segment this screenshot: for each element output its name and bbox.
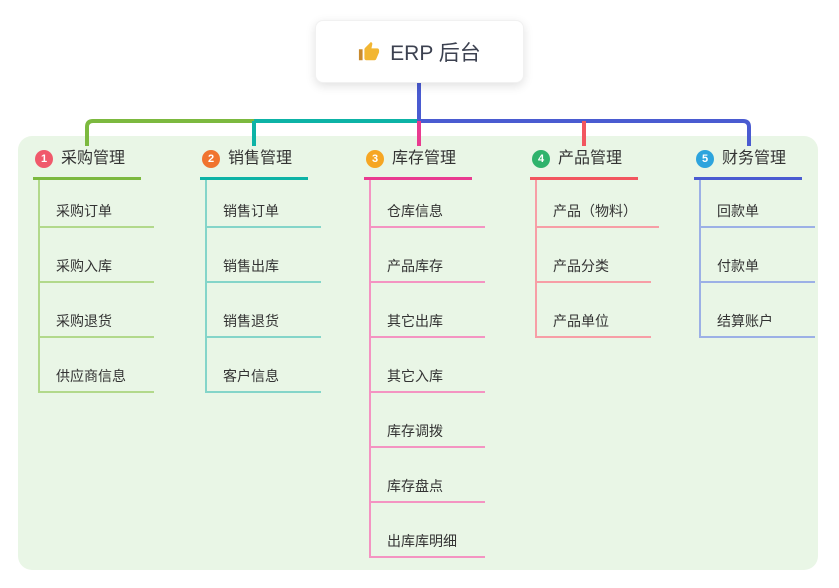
child-node-label: 供应商信息 <box>40 368 154 393</box>
branch-number-badge: 5 <box>696 150 714 168</box>
child-node[interactable]: 产品（物料） <box>537 180 659 228</box>
branch-title-node[interactable]: 4 产品管理 <box>530 146 639 180</box>
child-node-label: 客户信息 <box>207 368 321 393</box>
child-node[interactable]: 出库库明细 <box>371 503 485 558</box>
branch-column: 5 财务管理 回款单付款单结算账户 <box>694 146 815 338</box>
child-node[interactable]: 产品单位 <box>537 283 659 338</box>
branch-column: 4 产品管理 产品（物料） 产品分类产品单位 <box>530 146 659 338</box>
child-node-label: 仓库信息 <box>371 203 485 228</box>
child-node-label: 产品单位 <box>537 313 651 338</box>
child-node-label: 销售出库 <box>207 258 321 283</box>
branch-title-label: 销售管理 <box>228 150 293 167</box>
child-node-label: 产品分类 <box>537 258 651 283</box>
child-node[interactable]: 其它入库 <box>371 338 485 393</box>
child-node[interactable]: 其它出库 <box>371 283 485 338</box>
child-node[interactable]: 结算账户 <box>701 283 815 338</box>
child-node[interactable]: 库存调拨 <box>371 393 485 448</box>
child-node[interactable]: 客户信息 <box>207 338 321 393</box>
child-node[interactable]: 付款单 <box>701 228 815 283</box>
branch-number-badge: 1 <box>35 150 53 168</box>
child-node-label: 库存调拨 <box>371 423 485 448</box>
branch-title-node[interactable]: 2 销售管理 <box>200 146 309 180</box>
root-node[interactable]: ERP 后台 <box>315 20 524 83</box>
child-node[interactable]: 采购入库 <box>40 228 154 283</box>
branch-children: 产品（物料） 产品分类产品单位 <box>535 180 659 338</box>
child-node[interactable]: 产品库存 <box>371 228 485 283</box>
child-node-label: 结算账户 <box>701 313 815 338</box>
child-node[interactable]: 销售出库 <box>207 228 321 283</box>
root-node-label: ERP 后台 <box>390 41 481 65</box>
child-node-label: 采购退货 <box>40 313 154 338</box>
child-node[interactable]: 供应商信息 <box>40 338 154 393</box>
child-node-label: 采购订单 <box>40 203 154 228</box>
branch-number-badge: 3 <box>366 150 384 168</box>
branch-children: 销售订单销售出库销售退货客户信息 <box>205 180 321 393</box>
child-node[interactable]: 回款单 <box>701 180 815 228</box>
branch-children: 采购订单采购入库采购退货供应商信息 <box>38 180 154 393</box>
child-node[interactable]: 采购退货 <box>40 283 154 338</box>
thumbs-up-icon <box>358 41 380 63</box>
child-node-label: 付款单 <box>701 258 815 283</box>
branch-title-node[interactable]: 3 库存管理 <box>364 146 473 180</box>
child-node-label: 采购入库 <box>40 258 154 283</box>
child-node[interactable]: 销售退货 <box>207 283 321 338</box>
child-node[interactable]: 产品分类 <box>537 228 659 283</box>
child-node[interactable]: 库存盘点 <box>371 448 485 503</box>
branch-column: 3 库存管理 仓库信息产品库存其它出库其它入库库存调拨库存盘点出库库明细 <box>364 146 485 558</box>
child-node-label: 回款单 <box>701 203 815 228</box>
branch-number-badge: 4 <box>532 150 550 168</box>
child-node-label: 产品（物料） <box>537 203 659 228</box>
child-node[interactable]: 采购订单 <box>40 180 154 228</box>
child-node-label: 销售订单 <box>207 203 321 228</box>
branch-children: 仓库信息产品库存其它出库其它入库库存调拨库存盘点出库库明细 <box>369 180 485 558</box>
child-node-label: 出库库明细 <box>371 533 485 558</box>
branch-number-badge: 2 <box>202 150 220 168</box>
child-node-label: 其它出库 <box>371 313 485 338</box>
child-node[interactable]: 仓库信息 <box>371 180 485 228</box>
branch-title-node[interactable]: 5 财务管理 <box>694 146 803 180</box>
branch-children: 回款单付款单结算账户 <box>699 180 815 338</box>
mindmap-panel <box>18 136 818 570</box>
child-node-label: 库存盘点 <box>371 478 485 503</box>
branch-title-label: 财务管理 <box>722 150 787 167</box>
branch-column: 2 销售管理 销售订单销售出库销售退货客户信息 <box>200 146 321 393</box>
branch-title-label: 采购管理 <box>61 150 126 167</box>
branch-title-label: 库存管理 <box>392 150 457 167</box>
child-node-label: 销售退货 <box>207 313 321 338</box>
child-node[interactable]: 销售订单 <box>207 180 321 228</box>
branch-column: 1 采购管理 采购订单采购入库采购退货供应商信息 <box>33 146 154 393</box>
child-node-label: 其它入库 <box>371 368 485 393</box>
child-node-label: 产品库存 <box>371 258 485 283</box>
branch-title-label: 产品管理 <box>558 150 623 167</box>
branch-title-node[interactable]: 1 采购管理 <box>33 146 142 180</box>
